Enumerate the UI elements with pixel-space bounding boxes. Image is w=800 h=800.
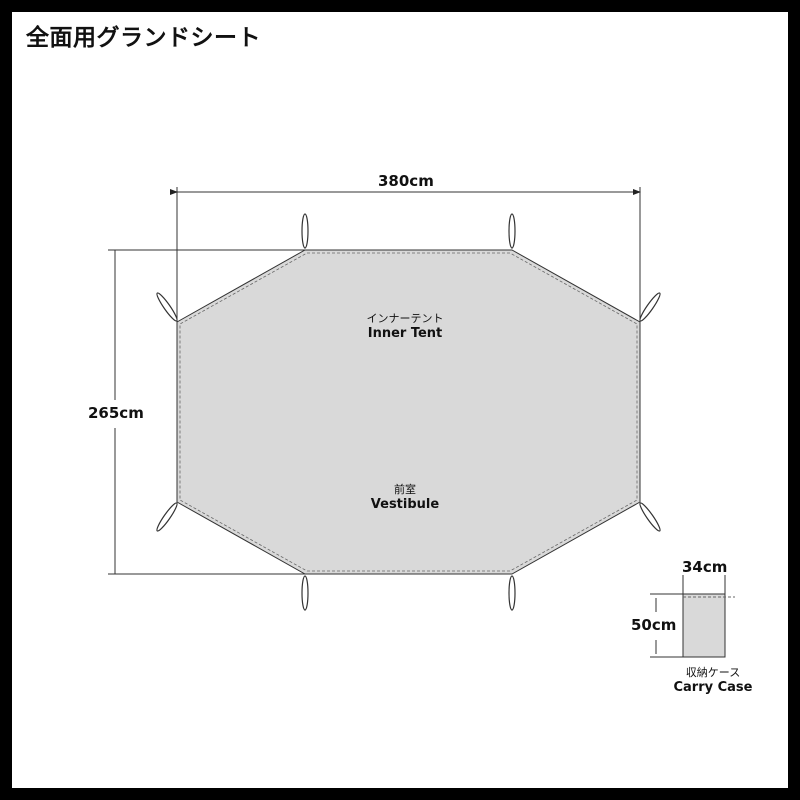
inner-tent-label: インナーテント Inner Tent (355, 310, 455, 341)
carry-case-en: Carry Case (673, 680, 753, 695)
carry-case-label: 収納ケース Carry Case (668, 664, 758, 695)
depth-dimension-line (108, 249, 305, 575)
groundsheet-shape (176, 249, 641, 575)
inner-tent-jp: インナーテント (366, 312, 444, 325)
carry-case-width-label: 34cm (682, 558, 728, 576)
carry-case-height-label: 50cm (631, 616, 677, 634)
vestibule-label: 前室 Vestibule (355, 481, 455, 512)
width-dimension-line (170, 187, 641, 330)
vestibule-en: Vestibule (370, 497, 440, 512)
inner-tent-en: Inner Tent (367, 326, 443, 341)
width-label: 380cm (378, 172, 434, 190)
carry-case-shape (650, 575, 735, 658)
page-title: 全面用グランドシート (26, 25, 261, 51)
vestibule-jp: 前室 (394, 483, 416, 496)
carry-case-jp: 収納ケース (685, 666, 741, 679)
depth-label: 265cm (88, 404, 144, 422)
